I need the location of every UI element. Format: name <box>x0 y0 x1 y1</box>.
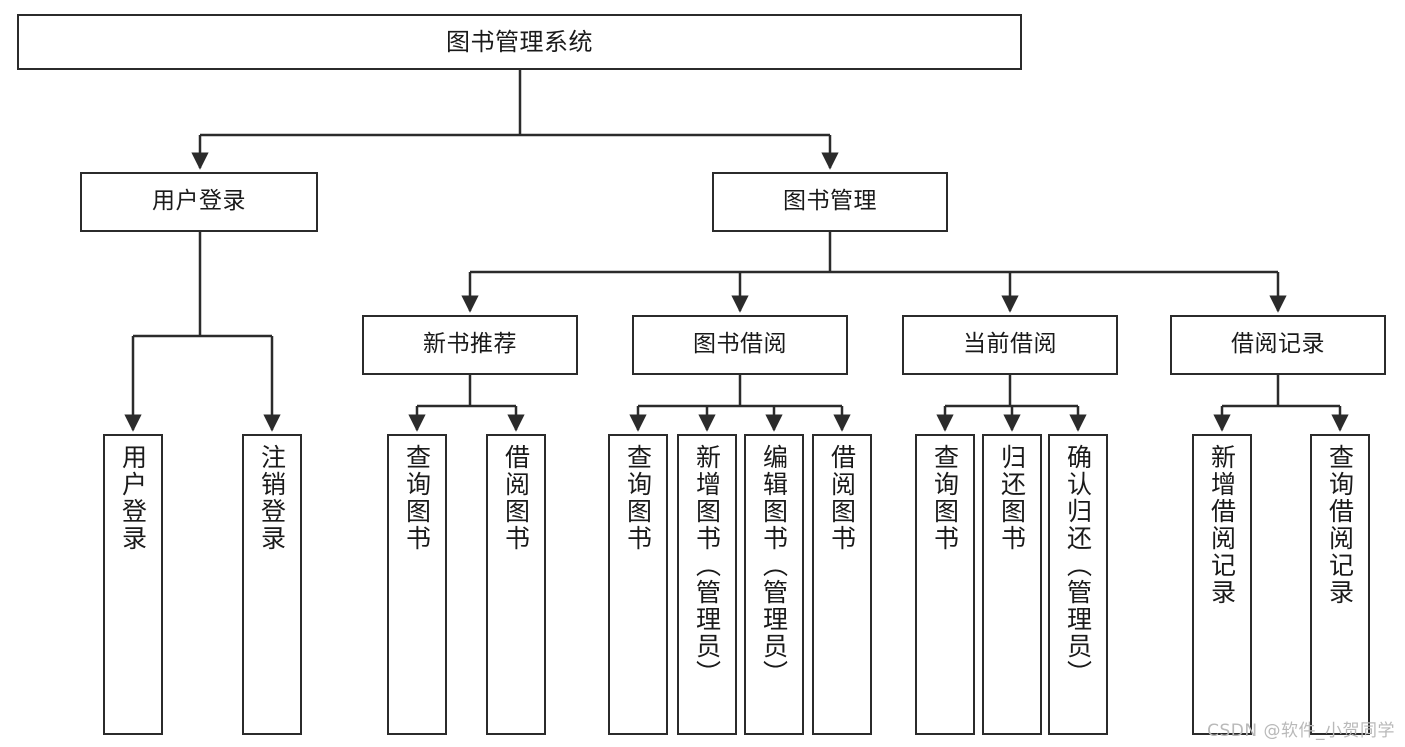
node-leaf-logout-label: 注销登录 <box>257 444 287 552</box>
node-leaf-query-record-label: 查询借阅记录 <box>1325 444 1355 606</box>
node-borrow-record-label: 借阅记录 <box>1231 331 1325 358</box>
node-root-label: 图书管理系统 <box>446 27 593 56</box>
node-leaf-query-book-1-label: 查询图书 <box>402 444 432 552</box>
node-user-login-label: 用户登录 <box>152 188 246 215</box>
node-leaf-add-book[interactable]: 新增图书（管理员） <box>677 434 737 735</box>
node-current-borrow[interactable]: 当前借阅 <box>902 315 1118 375</box>
csdn-watermark: CSDN @软件_小贺同学 <box>1207 721 1395 741</box>
node-book-borrow-label: 图书借阅 <box>693 331 787 358</box>
node-leaf-edit-book-label: 编辑图书（管理员） <box>759 444 789 687</box>
node-leaf-query-book-2[interactable]: 查询图书 <box>608 434 668 735</box>
node-leaf-add-book-label: 新增图书（管理员） <box>692 444 722 687</box>
node-leaf-query-book-3-label: 查询图书 <box>930 444 960 552</box>
node-leaf-query-record[interactable]: 查询借阅记录 <box>1310 434 1370 735</box>
node-leaf-borrow-book-1-label: 借阅图书 <box>501 444 531 552</box>
node-borrow-record[interactable]: 借阅记录 <box>1170 315 1386 375</box>
node-leaf-add-record-label: 新增借阅记录 <box>1207 444 1237 606</box>
node-leaf-confirm-return[interactable]: 确认归还（管理员） <box>1048 434 1108 735</box>
node-book-manage[interactable]: 图书管理 <box>712 172 948 232</box>
node-book-borrow[interactable]: 图书借阅 <box>632 315 848 375</box>
node-leaf-borrow-book-2[interactable]: 借阅图书 <box>812 434 872 735</box>
node-leaf-return-book[interactable]: 归还图书 <box>982 434 1042 735</box>
node-leaf-return-book-label: 归还图书 <box>997 444 1027 552</box>
node-current-borrow-label: 当前借阅 <box>963 331 1057 358</box>
node-leaf-confirm-return-label: 确认归还（管理员） <box>1063 444 1093 687</box>
node-leaf-user-login-label: 用户登录 <box>118 444 148 552</box>
node-leaf-borrow-book-1[interactable]: 借阅图书 <box>486 434 546 735</box>
node-leaf-user-login[interactable]: 用户登录 <box>103 434 163 735</box>
node-root[interactable]: 图书管理系统 <box>17 14 1022 70</box>
node-leaf-query-book-2-label: 查询图书 <box>623 444 653 552</box>
node-leaf-logout[interactable]: 注销登录 <box>242 434 302 735</box>
node-user-login[interactable]: 用户登录 <box>80 172 318 232</box>
node-leaf-borrow-book-2-label: 借阅图书 <box>827 444 857 552</box>
node-leaf-edit-book[interactable]: 编辑图书（管理员） <box>744 434 804 735</box>
node-leaf-query-book-3[interactable]: 查询图书 <box>915 434 975 735</box>
node-leaf-add-record[interactable]: 新增借阅记录 <box>1192 434 1252 735</box>
node-new-book-recommend[interactable]: 新书推荐 <box>362 315 578 375</box>
node-book-manage-label: 图书管理 <box>783 188 877 215</box>
node-new-book-recommend-label: 新书推荐 <box>423 331 517 358</box>
node-leaf-query-book-1[interactable]: 查询图书 <box>387 434 447 735</box>
